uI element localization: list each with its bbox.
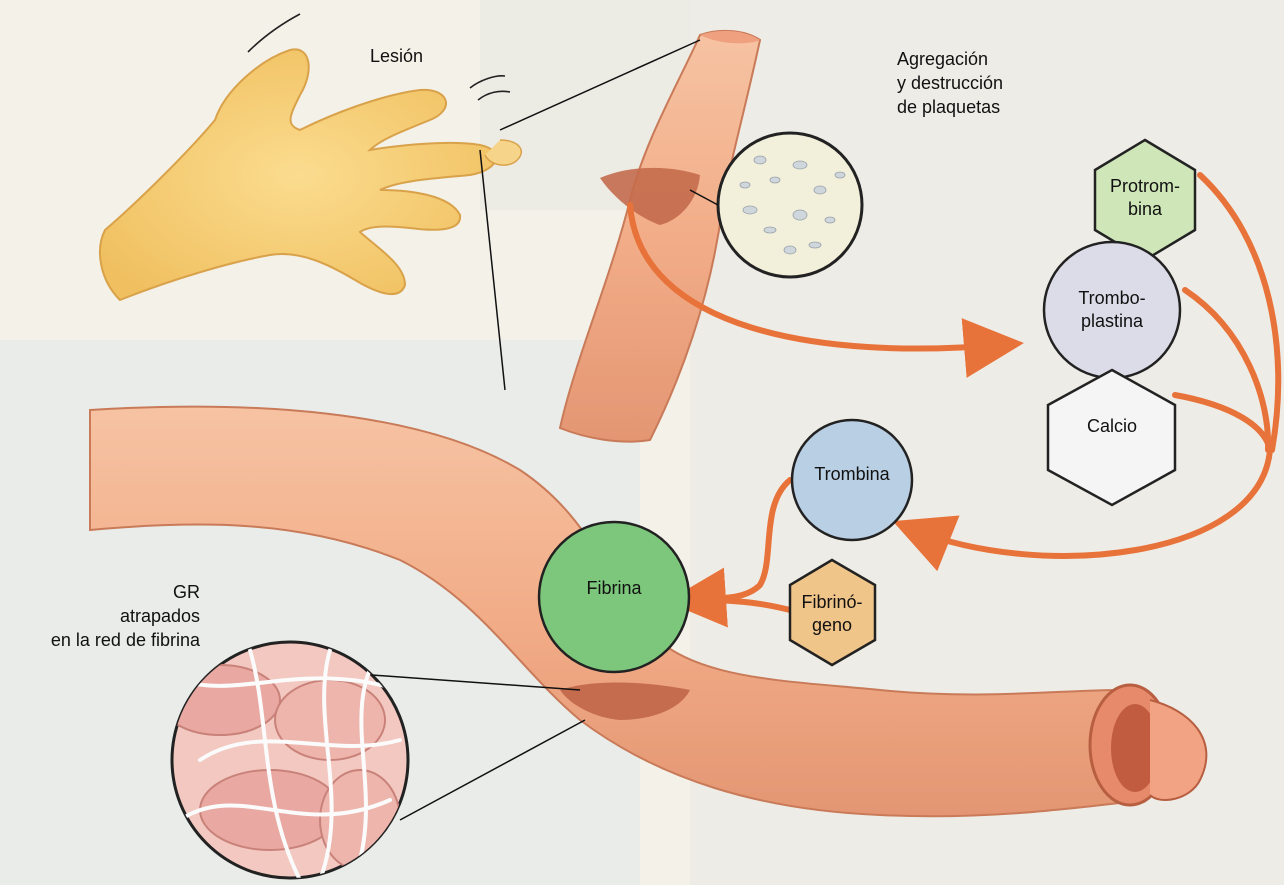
node-label-prothrombin: Protrom- bina	[1095, 175, 1195, 221]
node-label-calcium: Calcio	[1050, 415, 1174, 438]
platelet-circle	[718, 133, 862, 277]
label-lesion: Lesión	[370, 44, 423, 68]
node-label-fibrin: Fibrina	[554, 577, 674, 600]
node-label-fibrinogen: Fibrinó- geno	[790, 591, 874, 637]
label-platelet-aggregation: Agregación y destrucción de plaquetas	[897, 47, 1003, 119]
node-label-thrombin: Trombina	[792, 463, 912, 486]
node-label-thromboplastin: Trombo- plastina	[1055, 287, 1169, 333]
label-trapped-rbc: GR atrapados en la red de fibrina	[0, 580, 200, 652]
